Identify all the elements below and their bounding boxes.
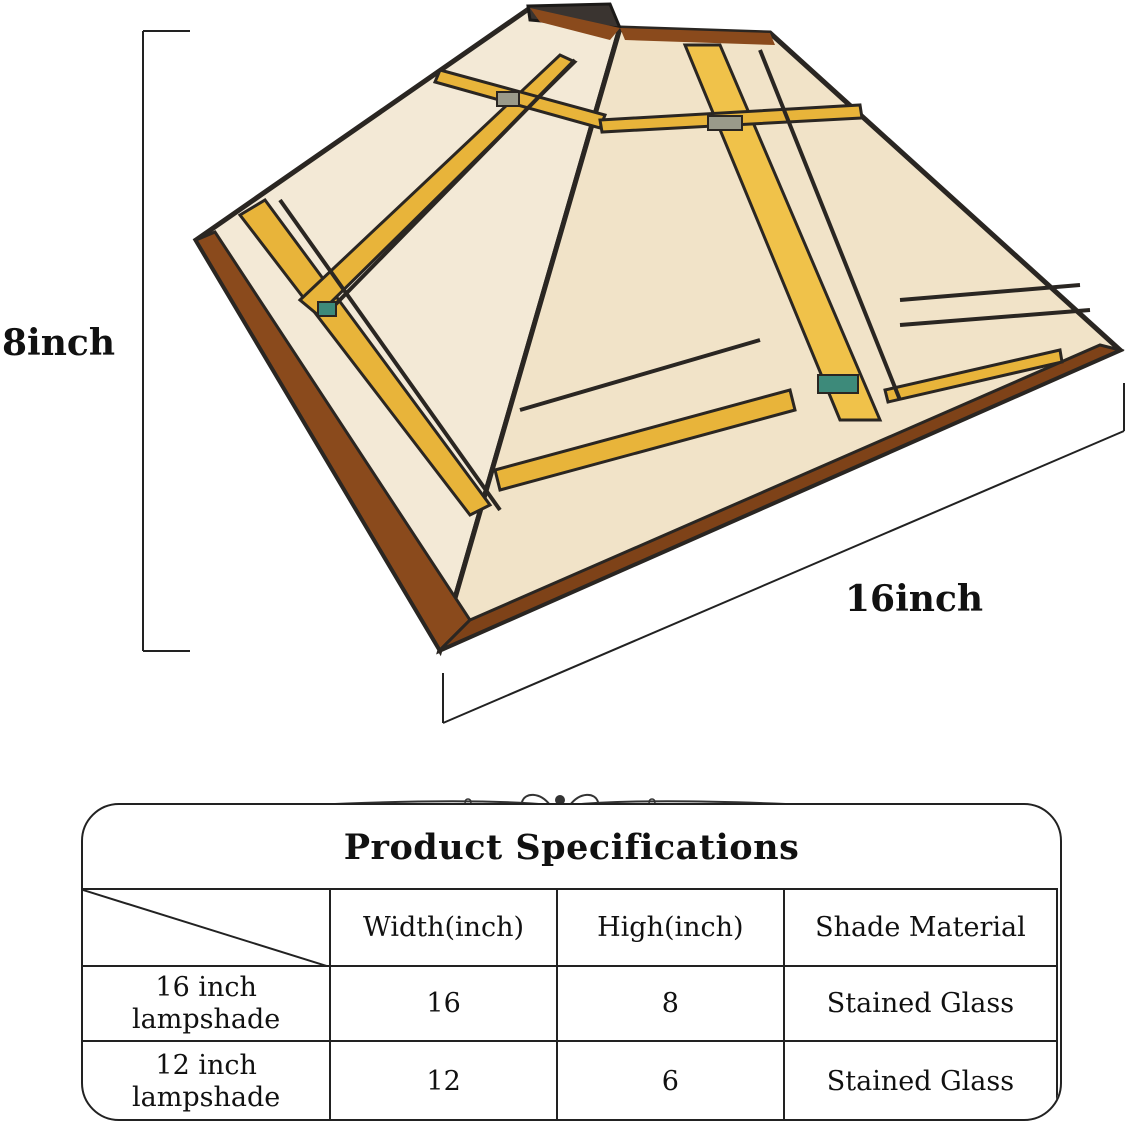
row-high: 8 <box>555 965 785 1042</box>
header-high: High(inch) <box>555 888 785 967</box>
spec-table: Width(inch) High(inch) Shade Material 16… <box>83 888 1059 1119</box>
table-row: 16 inch lampshade 16 8 Stained Glass <box>83 965 1059 1042</box>
lampshade-illustration <box>142 2 1125 724</box>
width-label: 16inch <box>845 578 984 620</box>
header-width: Width(inch) <box>329 888 558 967</box>
row-width: 12 <box>329 1040 558 1119</box>
row-name: 12 inch lampshade <box>83 1040 332 1119</box>
row-material: Stained Glass <box>782 1040 1059 1119</box>
header-material: Shade Material <box>782 888 1059 967</box>
spec-title: Product Specifications <box>343 827 800 868</box>
table-row: 12 inch lampshade 12 6 Stained Glass <box>83 1040 1059 1119</box>
stained-glass-shade <box>192 2 1125 657</box>
row-width: 16 <box>329 965 558 1042</box>
corner-cell <box>83 888 332 967</box>
row-material: Stained Glass <box>782 965 1059 1042</box>
row-name: 16 inch lampshade <box>83 965 332 1042</box>
diagonal-line <box>83 890 330 967</box>
spec-card: Product Specifications Width(inch) High(… <box>81 803 1062 1121</box>
height-dimension-bracket <box>142 30 190 652</box>
row-high: 6 <box>555 1040 785 1119</box>
height-label: 8inch <box>2 322 115 364</box>
width-dimension-bracket <box>442 383 1125 724</box>
table-header-row: Width(inch) High(inch) Shade Material <box>83 888 1059 967</box>
